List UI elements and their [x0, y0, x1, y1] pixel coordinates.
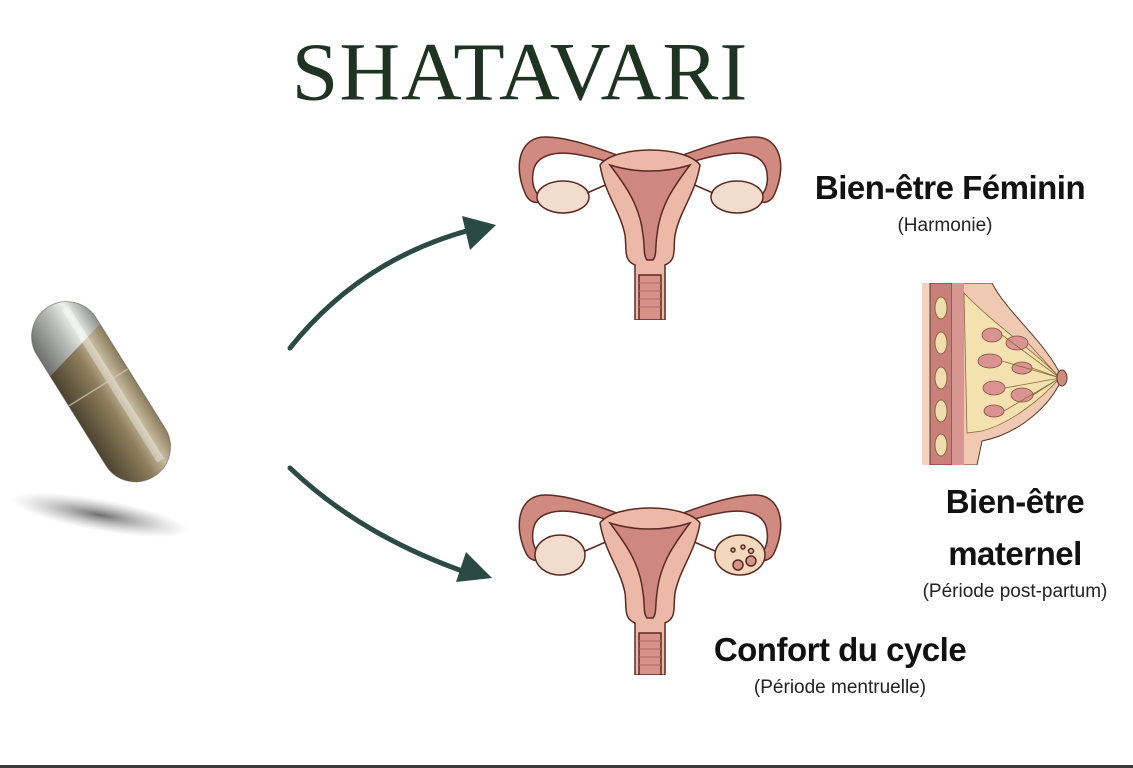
arrow-up-icon	[287, 216, 496, 351]
benefit-maternal-title-line2: maternel	[948, 535, 1082, 572]
benefit-feminine-subtitle: (Harmonie)	[897, 215, 993, 236]
capsule-icon	[10, 288, 210, 550]
bottom-divider	[0, 765, 1133, 768]
arrow-down-icon	[287, 465, 492, 582]
breast-anatomy-icon	[921, 282, 1072, 466]
uterus-cycle-icon	[505, 485, 795, 676]
benefit-maternal-subtitle: (Période post-partum)	[922, 581, 1108, 602]
benefit-maternal: Bien-être maternel (Période post-partum)	[900, 476, 1130, 604]
benefit-feminine-title: Bien-être Féminin	[814, 169, 1086, 206]
benefit-cycle-subtitle: (Période mentruelle)	[753, 677, 927, 698]
page-title: SHATAVARI	[291, 26, 749, 119]
arrows	[270, 200, 510, 600]
benefit-cycle: Confort du cycle (Période mentruelle)	[700, 630, 980, 700]
benefit-feminine: Bien-être Féminin (Harmonie)	[800, 168, 1100, 238]
benefit-maternal-title-line1: Bien-être	[945, 483, 1085, 520]
benefit-cycle-title: Confort du cycle	[713, 631, 967, 668]
uterus-icon	[505, 125, 795, 321]
